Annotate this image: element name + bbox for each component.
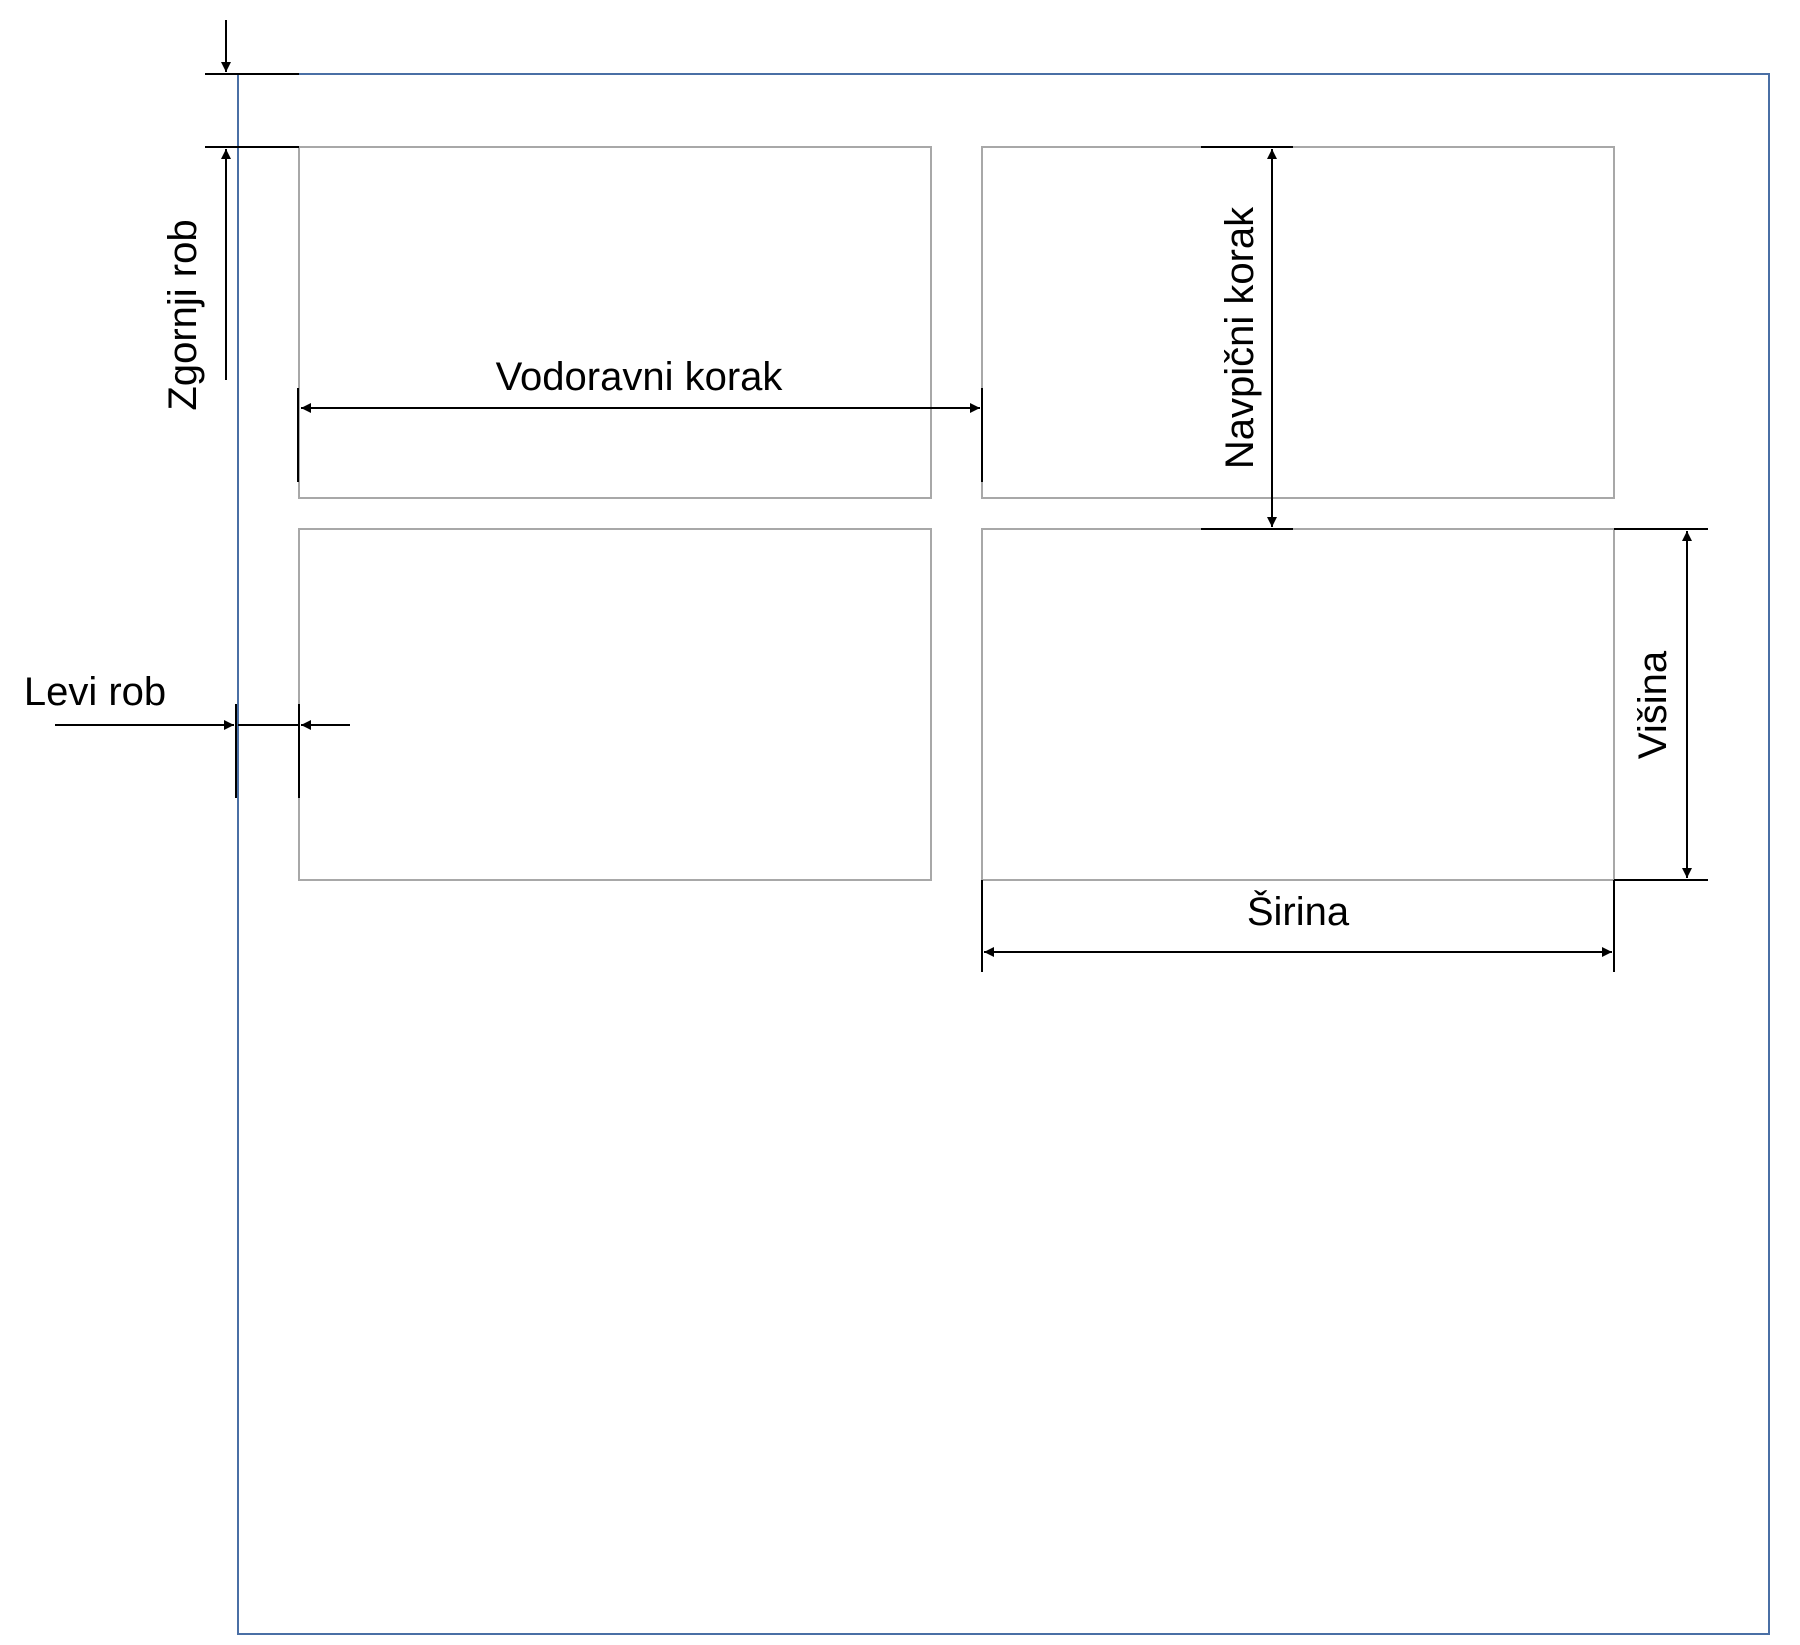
left-margin-label: Levi rob [24,670,166,714]
top-margin-dimension [205,20,299,380]
height-dimension [1614,528,1708,881]
width-label: Širina [1247,889,1350,934]
left-margin-dimension [55,704,350,798]
width-dimension [981,880,1615,972]
height-label: Višina [1631,650,1675,759]
vertical-pitch-dimension [1201,146,1293,530]
label-cell-top-right [981,146,1615,499]
top-margin-label: Zgornji rob [161,219,205,410]
label-cell-top-left [298,146,932,499]
label-cell-bottom-left [298,528,932,881]
horizontal-pitch-dimension [297,388,983,482]
vertical-pitch-label: Navpični korak [1218,206,1262,469]
page-outline [237,73,1770,1635]
label-cell-bottom-right [981,528,1615,881]
horizontal-pitch-label: Vodoravni korak [496,355,784,399]
